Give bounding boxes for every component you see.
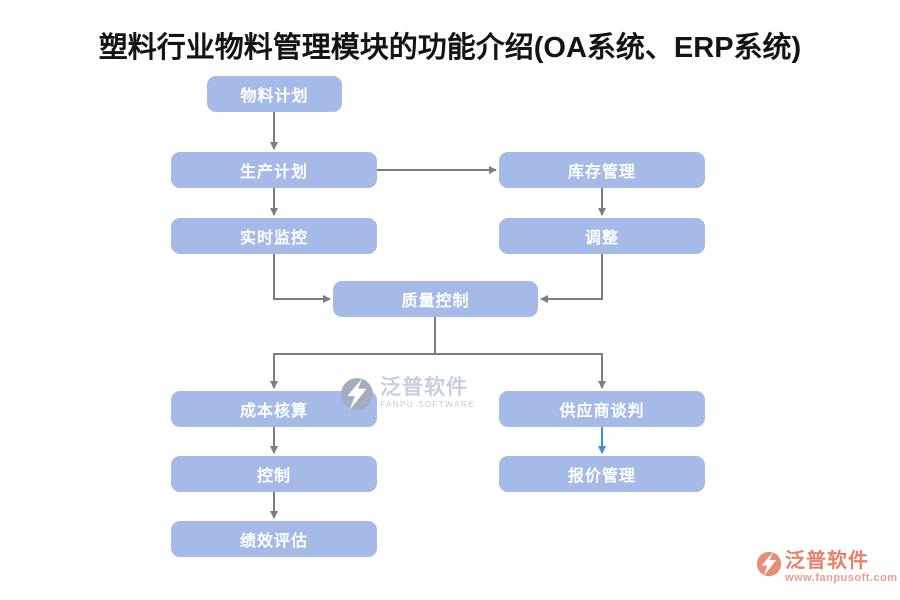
flow-node-supplier-negotiation: 供应商谈判	[499, 391, 705, 427]
fanpu-logo: 泛普软件 www.fanpusoft.com	[756, 551, 898, 584]
flow-node-production-plan: 生产计划	[171, 152, 377, 188]
fanpu-logo-icon	[756, 551, 782, 577]
page-title: 塑料行业物料管理模块的功能介绍(OA系统、ERP系统)	[98, 32, 802, 64]
flow-node-material-plan: 物料计划	[207, 76, 342, 112]
flow-node-adjustment: 调整	[499, 218, 705, 254]
fanpu-logo-text: 泛普软件	[785, 550, 869, 572]
flow-node-performance-eval: 绩效评估	[171, 521, 377, 557]
flow-node-quality-control: 质量控制	[333, 281, 538, 317]
flow-node-inventory-mgmt: 库存管理	[499, 152, 705, 188]
flow-node-quote-mgmt: 报价管理	[499, 456, 705, 492]
flow-node-control: 控制	[171, 456, 377, 492]
flow-edge-realtime-monitor	[273, 254, 331, 303]
flow-edge-adjustment	[540, 254, 603, 303]
fanpu-logo-url: www.fanpusoft.com	[785, 572, 898, 584]
flow-node-realtime-monitor: 实时监控	[171, 218, 377, 254]
flow-node-cost-accounting: 成本核算	[171, 391, 377, 427]
